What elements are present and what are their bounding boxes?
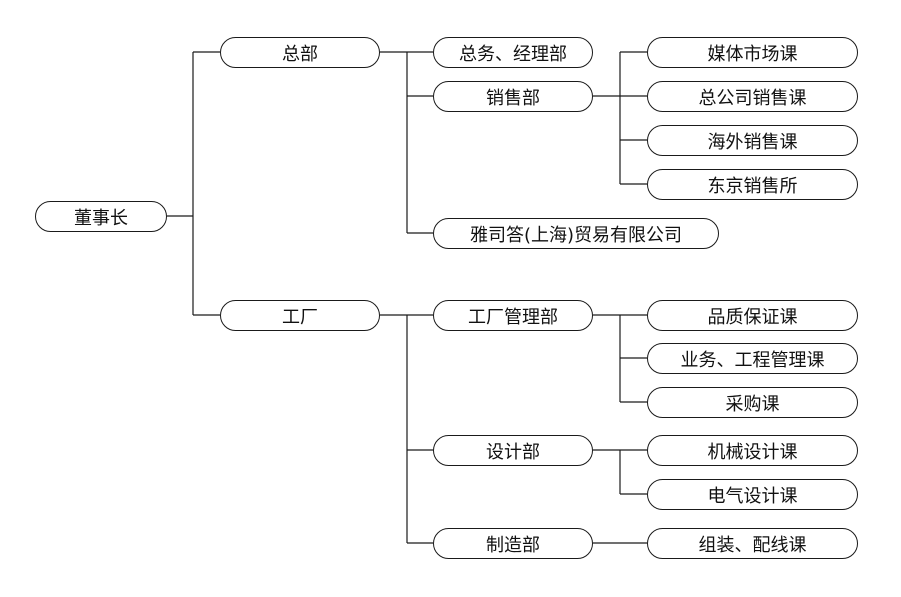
node-hq-sales: 总公司销售课 [647,81,858,112]
node-mechanical-design: 机械设计课 [647,435,858,466]
node-chairman: 董事长 [35,201,167,232]
node-assembly-wiring: 组装、配线课 [647,528,858,559]
node-factory-mgmt: 工厂管理部 [433,300,593,331]
node-purchasing: 采购课 [647,387,858,418]
node-quality-assurance: 品质保证课 [647,300,858,331]
node-design-dept: 设计部 [433,435,593,466]
node-manufacturing-dept: 制造部 [433,528,593,559]
node-factory: 工厂 [220,300,380,331]
node-tokyo-sales: 东京销售所 [647,169,858,200]
node-general-affairs: 总务、经理部 [433,37,593,68]
node-overseas-sales: 海外销售课 [647,125,858,156]
node-electrical-design: 电气设计课 [647,479,858,510]
node-yasida-shanghai: 雅司答(上海)贸易有限公司 [433,218,719,249]
node-media-market: 媒体市场课 [647,37,858,68]
node-sales-dept: 销售部 [433,81,593,112]
node-business-engineering: 业务、工程管理课 [647,343,858,374]
node-hq: 总部 [220,37,380,68]
